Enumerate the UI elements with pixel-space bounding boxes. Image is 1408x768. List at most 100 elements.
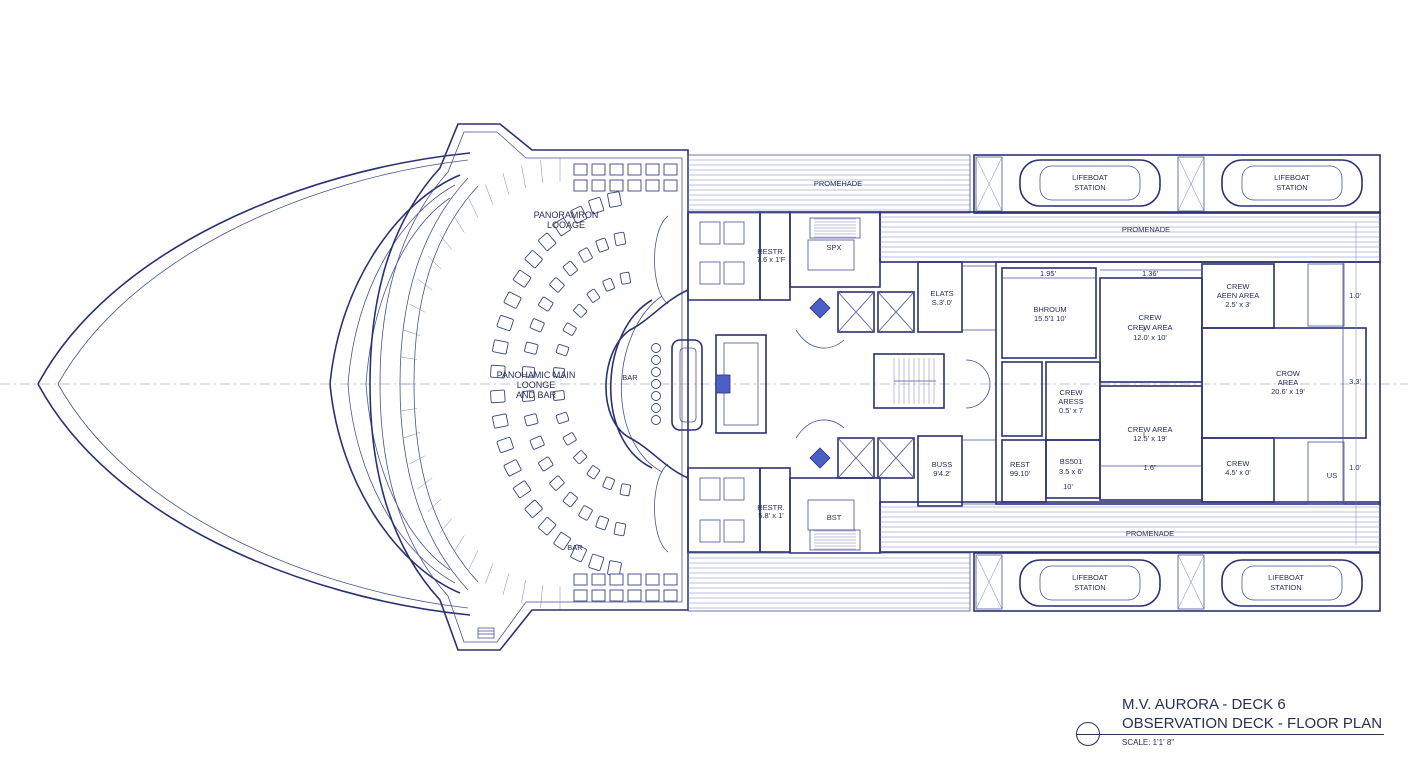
bar-stool	[651, 403, 661, 413]
lounge-chair	[613, 231, 627, 246]
table-chair	[591, 589, 606, 602]
room-dim: 12.0' x 10'	[1133, 333, 1167, 342]
room-dim: 3.5 x 6'	[1059, 467, 1084, 476]
lifeboat-2	[1221, 159, 1363, 207]
lifeboat-label: LIFEBOAT	[1274, 173, 1310, 182]
room-dim: 0.5' x 7	[1059, 406, 1083, 415]
table-chair	[645, 179, 660, 192]
lounge-chair	[524, 250, 543, 269]
room-label: BS501	[1060, 457, 1083, 466]
restroom-label: RESTR.	[757, 247, 785, 256]
window-mullion	[439, 518, 453, 534]
lounge-chair	[492, 413, 509, 429]
room-dim: 20.6' x 19'	[1271, 387, 1305, 396]
lounge-chair	[490, 389, 506, 404]
window-mullion	[521, 580, 526, 603]
lounge-chair	[595, 515, 609, 531]
table-chair	[573, 179, 588, 192]
window-mullion	[417, 477, 433, 489]
dimension: 1.6"	[1143, 463, 1156, 472]
lounge-chair	[552, 390, 566, 401]
table-chair	[609, 163, 624, 176]
lounge-chair	[503, 291, 522, 309]
lounge-seating	[490, 163, 678, 602]
title-rule	[1076, 734, 1384, 735]
stairs-elevators	[789, 211, 945, 554]
window-mullion	[439, 234, 453, 250]
lounge-chair	[586, 465, 601, 480]
lounge-chair	[619, 271, 631, 285]
room-label: CREW	[1227, 459, 1251, 468]
lounge-chair	[521, 390, 535, 402]
room-dim: 4.5' x 0'	[1225, 468, 1251, 477]
table-chair	[609, 589, 624, 602]
lifeboat-label: STATION	[1074, 583, 1105, 592]
lounge-chair	[570, 544, 588, 563]
lifeboat-label: STATION	[1074, 183, 1105, 192]
restroom-dim: 5.8' x 1'	[758, 511, 784, 520]
window-mullion	[409, 455, 426, 465]
bar-stool	[651, 391, 661, 401]
lounge-chair	[588, 197, 605, 215]
table-chair	[627, 573, 642, 586]
lounge-chair	[538, 232, 557, 251]
bar-stool	[651, 343, 661, 353]
window-mullion	[521, 165, 526, 188]
lounge-chair	[538, 296, 554, 312]
window-mullion	[540, 584, 543, 608]
room-dim: 99.10'	[1010, 469, 1031, 478]
window-mullion	[502, 573, 510, 595]
room-label: BHROUM	[1033, 305, 1066, 314]
lounge-chair	[573, 303, 588, 318]
window-mullions	[399, 158, 561, 610]
lounge-chair	[586, 288, 601, 303]
restroom-dim: 7.6 x 1'F	[757, 255, 786, 264]
lifeboat-label: STATION	[1270, 583, 1301, 592]
lifeboat-label: LIFEBOAT	[1268, 573, 1304, 582]
restroom-label: RESTR.	[757, 503, 785, 512]
lounge-chair	[524, 341, 539, 355]
room-label: BST	[827, 513, 842, 522]
main-lounge-label: PANOHAMIC MAIN	[497, 370, 576, 380]
room-dim: 15.5'1 10'	[1034, 314, 1067, 323]
lounge-chair	[555, 344, 570, 357]
room-label: AREA	[1278, 378, 1298, 387]
table-chair	[627, 589, 642, 602]
table-chair	[663, 573, 678, 586]
lounge-chair	[513, 269, 532, 288]
title-block: M.V. AURORA - DECK 6 OBSERVATION DECK - …	[1076, 690, 1388, 752]
lounge-chair	[549, 475, 565, 491]
table-chair	[627, 163, 642, 176]
lounge-chair	[562, 432, 577, 446]
central-staircase	[893, 358, 936, 404]
lounge-chair	[529, 435, 545, 450]
table-chair	[645, 573, 660, 586]
crew-quarters	[995, 222, 1381, 545]
lounge-chair	[496, 315, 514, 332]
room-label: CROW	[1276, 369, 1301, 378]
table-chair	[573, 573, 588, 586]
room-dim: 12.5' x 19'	[1133, 434, 1167, 443]
room-label: CREW	[1060, 388, 1084, 397]
window-mullion	[485, 184, 494, 205]
room-dim: 2.5' x 3'	[1225, 300, 1251, 309]
room-label: CREW AREA	[1127, 425, 1172, 434]
lounge-chair	[553, 532, 571, 551]
bow-platform	[369, 123, 689, 651]
room-dim: 9'4.2'	[933, 469, 951, 478]
table-chair	[645, 163, 660, 176]
table-chair	[609, 179, 624, 192]
room-label: SPX	[826, 243, 841, 252]
promenade-label: PROMEHADE	[814, 179, 862, 188]
drawing-subtitle: OBSERVATION DECK - FLOOR PLAN	[1122, 715, 1383, 732]
promenade-decks	[687, 154, 1381, 612]
table-chair	[645, 589, 660, 602]
table-chair	[663, 163, 678, 176]
lounge-chair	[490, 364, 506, 379]
elevator-call-icon	[809, 297, 831, 319]
lounge-chair	[562, 322, 577, 336]
lounge-chair	[552, 367, 566, 378]
bar-stool	[651, 415, 661, 425]
window-mullion	[540, 160, 543, 184]
table-chair	[573, 589, 588, 602]
